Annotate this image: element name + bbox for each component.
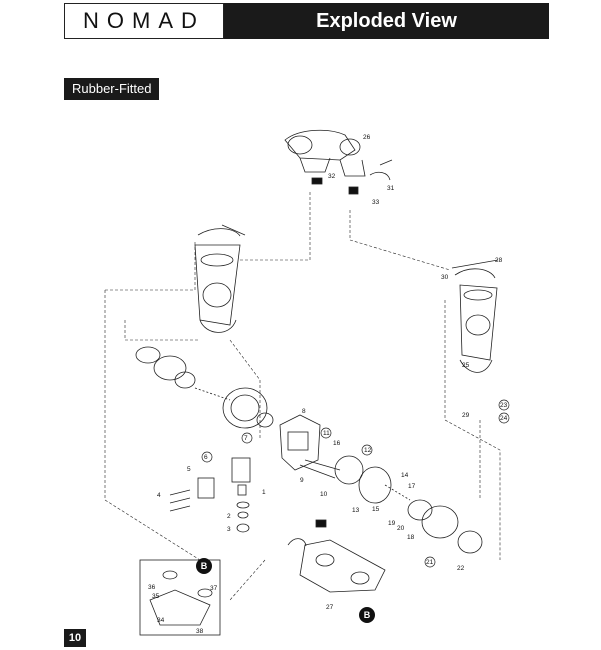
part-number-10: 10 [320, 491, 328, 498]
part-number-35: 35 [152, 593, 160, 600]
part-number-1: 1 [262, 489, 266, 496]
part-number-13: 13 [352, 507, 360, 514]
part-number-3: 3 [227, 526, 231, 533]
part-number-11: 11 [323, 430, 330, 437]
part-number-16: 16 [333, 440, 341, 447]
part-number-9: 9 [300, 477, 304, 484]
part-number-17: 17 [408, 483, 416, 490]
callout-b-main: B [364, 610, 371, 620]
part-number-32: 32 [328, 173, 336, 180]
part-number-31: 31 [387, 185, 395, 192]
part-number-27: 27 [326, 604, 334, 611]
part-number-30: 30 [441, 274, 449, 281]
part-number-6: 6 [204, 454, 208, 461]
part-number-23: 23 [500, 402, 508, 409]
part-number-20: 20 [397, 525, 405, 532]
part-number-7: 7 [244, 435, 248, 442]
callout-b-inset: B [201, 561, 208, 571]
logo-text: NOMAD [83, 8, 205, 33]
part-number-26: 26 [363, 134, 371, 141]
page-title-bar: Exploded View [224, 3, 549, 39]
part-number-24: 24 [500, 415, 508, 422]
part-number-37: 37 [210, 585, 218, 592]
section-label: Rubber-Fitted [64, 78, 160, 100]
part-number-25: 25 [462, 362, 470, 369]
page-title: Exploded View [316, 9, 457, 32]
part-number-4: 4 [157, 492, 161, 499]
part-number-29: 29 [462, 412, 470, 419]
part-number-22: 22 [457, 565, 465, 572]
part-number-18: 18 [407, 534, 415, 541]
part-number-28: 28 [495, 257, 503, 264]
part-number-2: 2 [227, 513, 231, 520]
part-number-12: 12 [364, 447, 372, 454]
page-number: 10 [64, 629, 86, 647]
part-number-21: 21 [426, 559, 434, 566]
part-number-34: 34 [157, 617, 165, 624]
nomad-logo: NOMAD [64, 3, 224, 39]
part-number-19: 19 [388, 520, 396, 527]
part-number-33: 33 [372, 199, 380, 206]
part-number-38: 38 [196, 628, 204, 635]
part-number-5: 5 [187, 466, 191, 473]
part-number-15: 15 [372, 506, 380, 513]
part-number-14: 14 [401, 472, 409, 479]
part-number-8: 8 [302, 408, 306, 415]
part-number-36: 36 [148, 584, 156, 591]
